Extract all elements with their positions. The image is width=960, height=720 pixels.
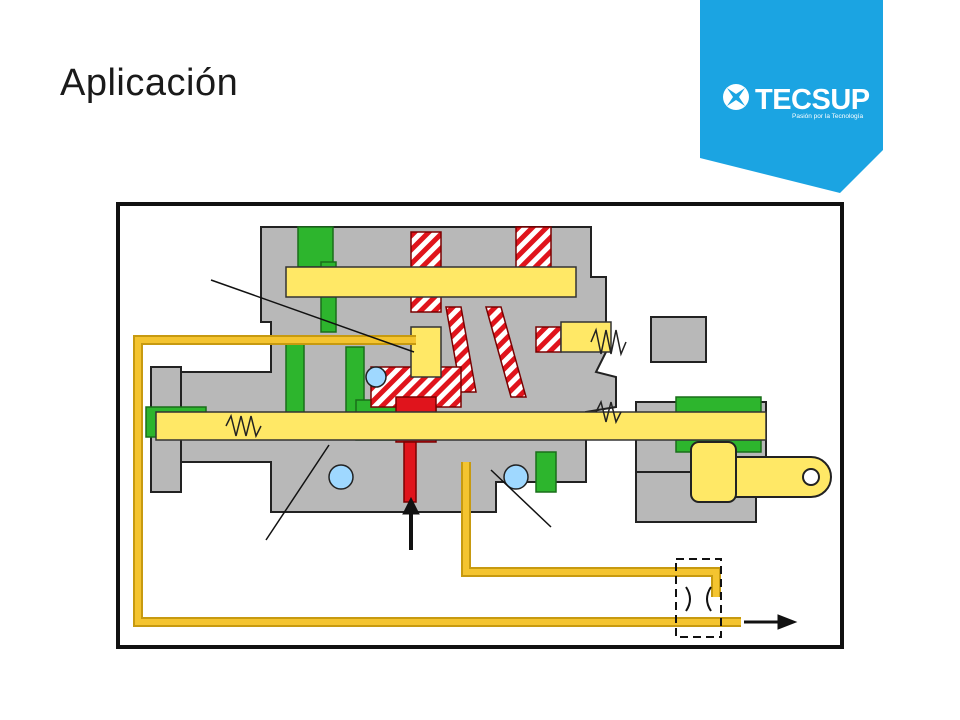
hydraulic-valve-diagram xyxy=(116,202,844,649)
pump-inlet-arrow-icon xyxy=(402,496,420,550)
springs xyxy=(225,327,627,439)
logo-name: TECSUP xyxy=(755,84,870,116)
restrictor-icon xyxy=(675,558,722,638)
logo-tagline: Pasión por la Tecnología xyxy=(792,113,864,120)
bore-holes xyxy=(328,366,529,490)
outlet-arrow-icon xyxy=(744,614,798,630)
control-lever xyxy=(690,441,832,503)
leader-lines xyxy=(210,279,552,541)
slide-title: Aplicación xyxy=(60,62,239,104)
tecsup-mark-icon xyxy=(723,84,749,110)
tecsup-logo-badge xyxy=(700,0,883,193)
relief-valve-icon xyxy=(650,316,707,363)
